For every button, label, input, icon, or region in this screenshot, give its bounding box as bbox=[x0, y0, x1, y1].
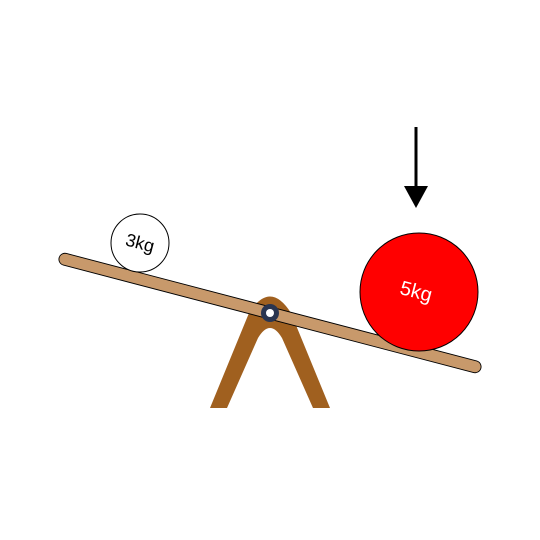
right-weight: 5kg bbox=[359, 232, 479, 352]
pivot-bolt bbox=[261, 304, 279, 322]
left-weight: 3kg bbox=[110, 213, 170, 273]
right-weight-ball bbox=[359, 232, 479, 352]
down-arrow-icon bbox=[404, 127, 428, 208]
left-weight-ball bbox=[110, 213, 170, 273]
